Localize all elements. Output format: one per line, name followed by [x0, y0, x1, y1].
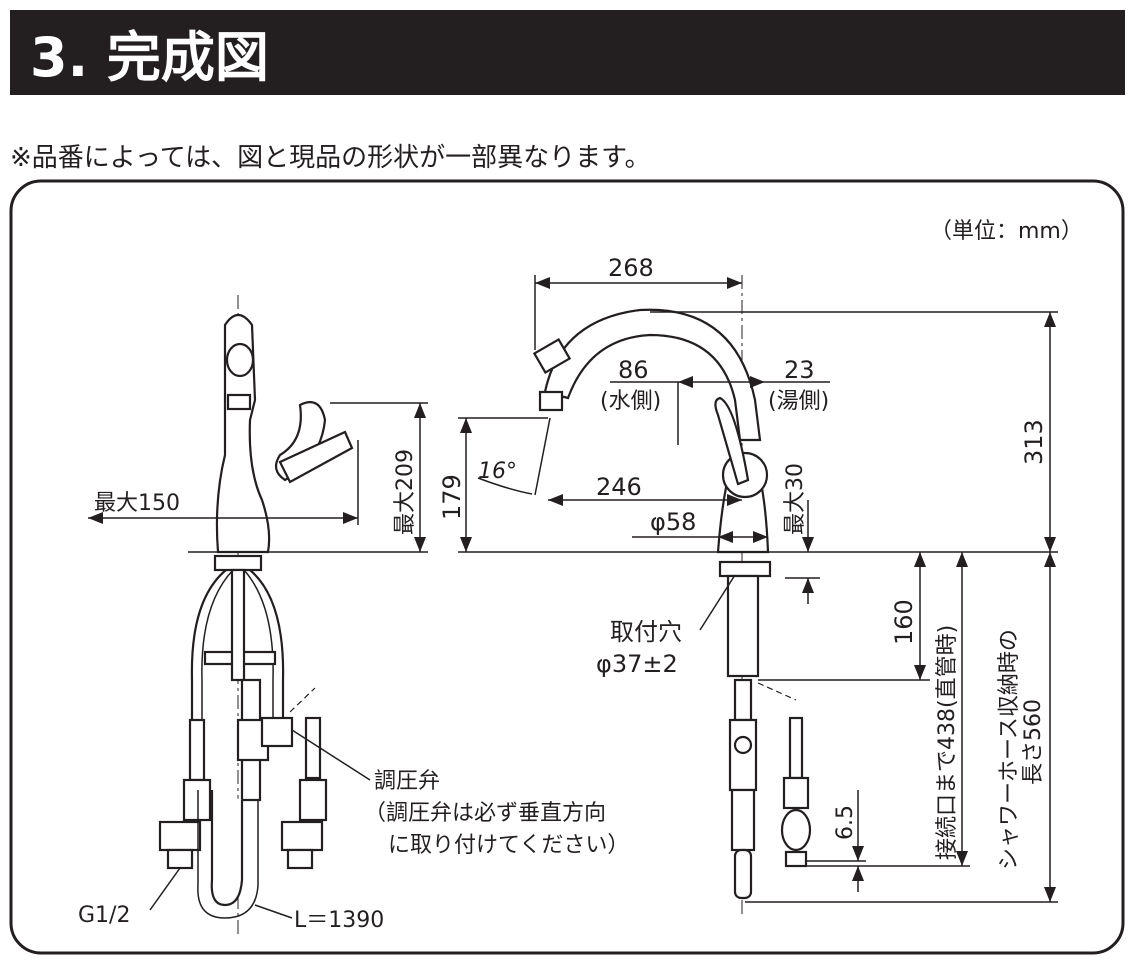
base-diameter: φ58 — [650, 508, 696, 536]
thread-size: G1/2 — [78, 903, 130, 928]
front-view-dimensions: 268 313 86 (水側) 23 (湯側) 179 16° 246 φ58 … — [438, 254, 1058, 903]
pressure-valve-note-2: に取り付けてください） — [388, 833, 629, 858]
dim-max-209: 最大209 — [393, 449, 418, 535]
mounting-hole-size: φ37±2 — [596, 650, 678, 678]
dim-86: 86 — [618, 356, 649, 384]
dim-438: 接続口まで438(直管時) — [935, 625, 960, 860]
shape-note: ※品番によっては、図と現品の形状が一部異なります。 — [10, 143, 651, 173]
dim-23: 23 — [784, 356, 815, 384]
diagram-frame — [9, 179, 1125, 955]
dim-max-30: 最大30 — [783, 463, 808, 535]
hot-side-label: (湯側) — [768, 389, 829, 414]
hose-length: L＝1390 — [294, 908, 384, 933]
hose-stored-line-1: シャワーホース収納時の — [997, 629, 1022, 870]
hose-stored-line-2: 長さ560 — [1021, 699, 1046, 785]
side-view-dimensions: 最大150 最大209 調圧弁 （調圧弁は必ず垂直方向 に取り付けてください） … — [78, 402, 629, 933]
pressure-valve-label: 調圧弁 — [374, 769, 440, 794]
water-side-label: (水側) — [600, 389, 661, 414]
dim-268: 268 — [608, 254, 654, 282]
dim-6-5: 6.5 — [833, 805, 858, 840]
front-view-faucet — [532, 275, 812, 918]
pressure-valve-note-1: （調圧弁は必ず垂直方向 — [364, 801, 606, 826]
dim-313: 313 — [1020, 419, 1048, 465]
side-view-faucet — [158, 295, 354, 935]
mounting-hole-label: 取付穴 — [610, 618, 682, 646]
dim-160: 160 — [890, 599, 918, 645]
header-bar — [10, 10, 1125, 95]
page-title: 3. 完成図 — [30, 26, 269, 89]
dim-max-150: 最大150 — [94, 491, 180, 516]
dim-246: 246 — [596, 473, 642, 501]
angle-16: 16° — [478, 459, 517, 484]
unit-label: （単位：mm） — [930, 219, 1083, 244]
dim-179: 179 — [438, 474, 466, 520]
